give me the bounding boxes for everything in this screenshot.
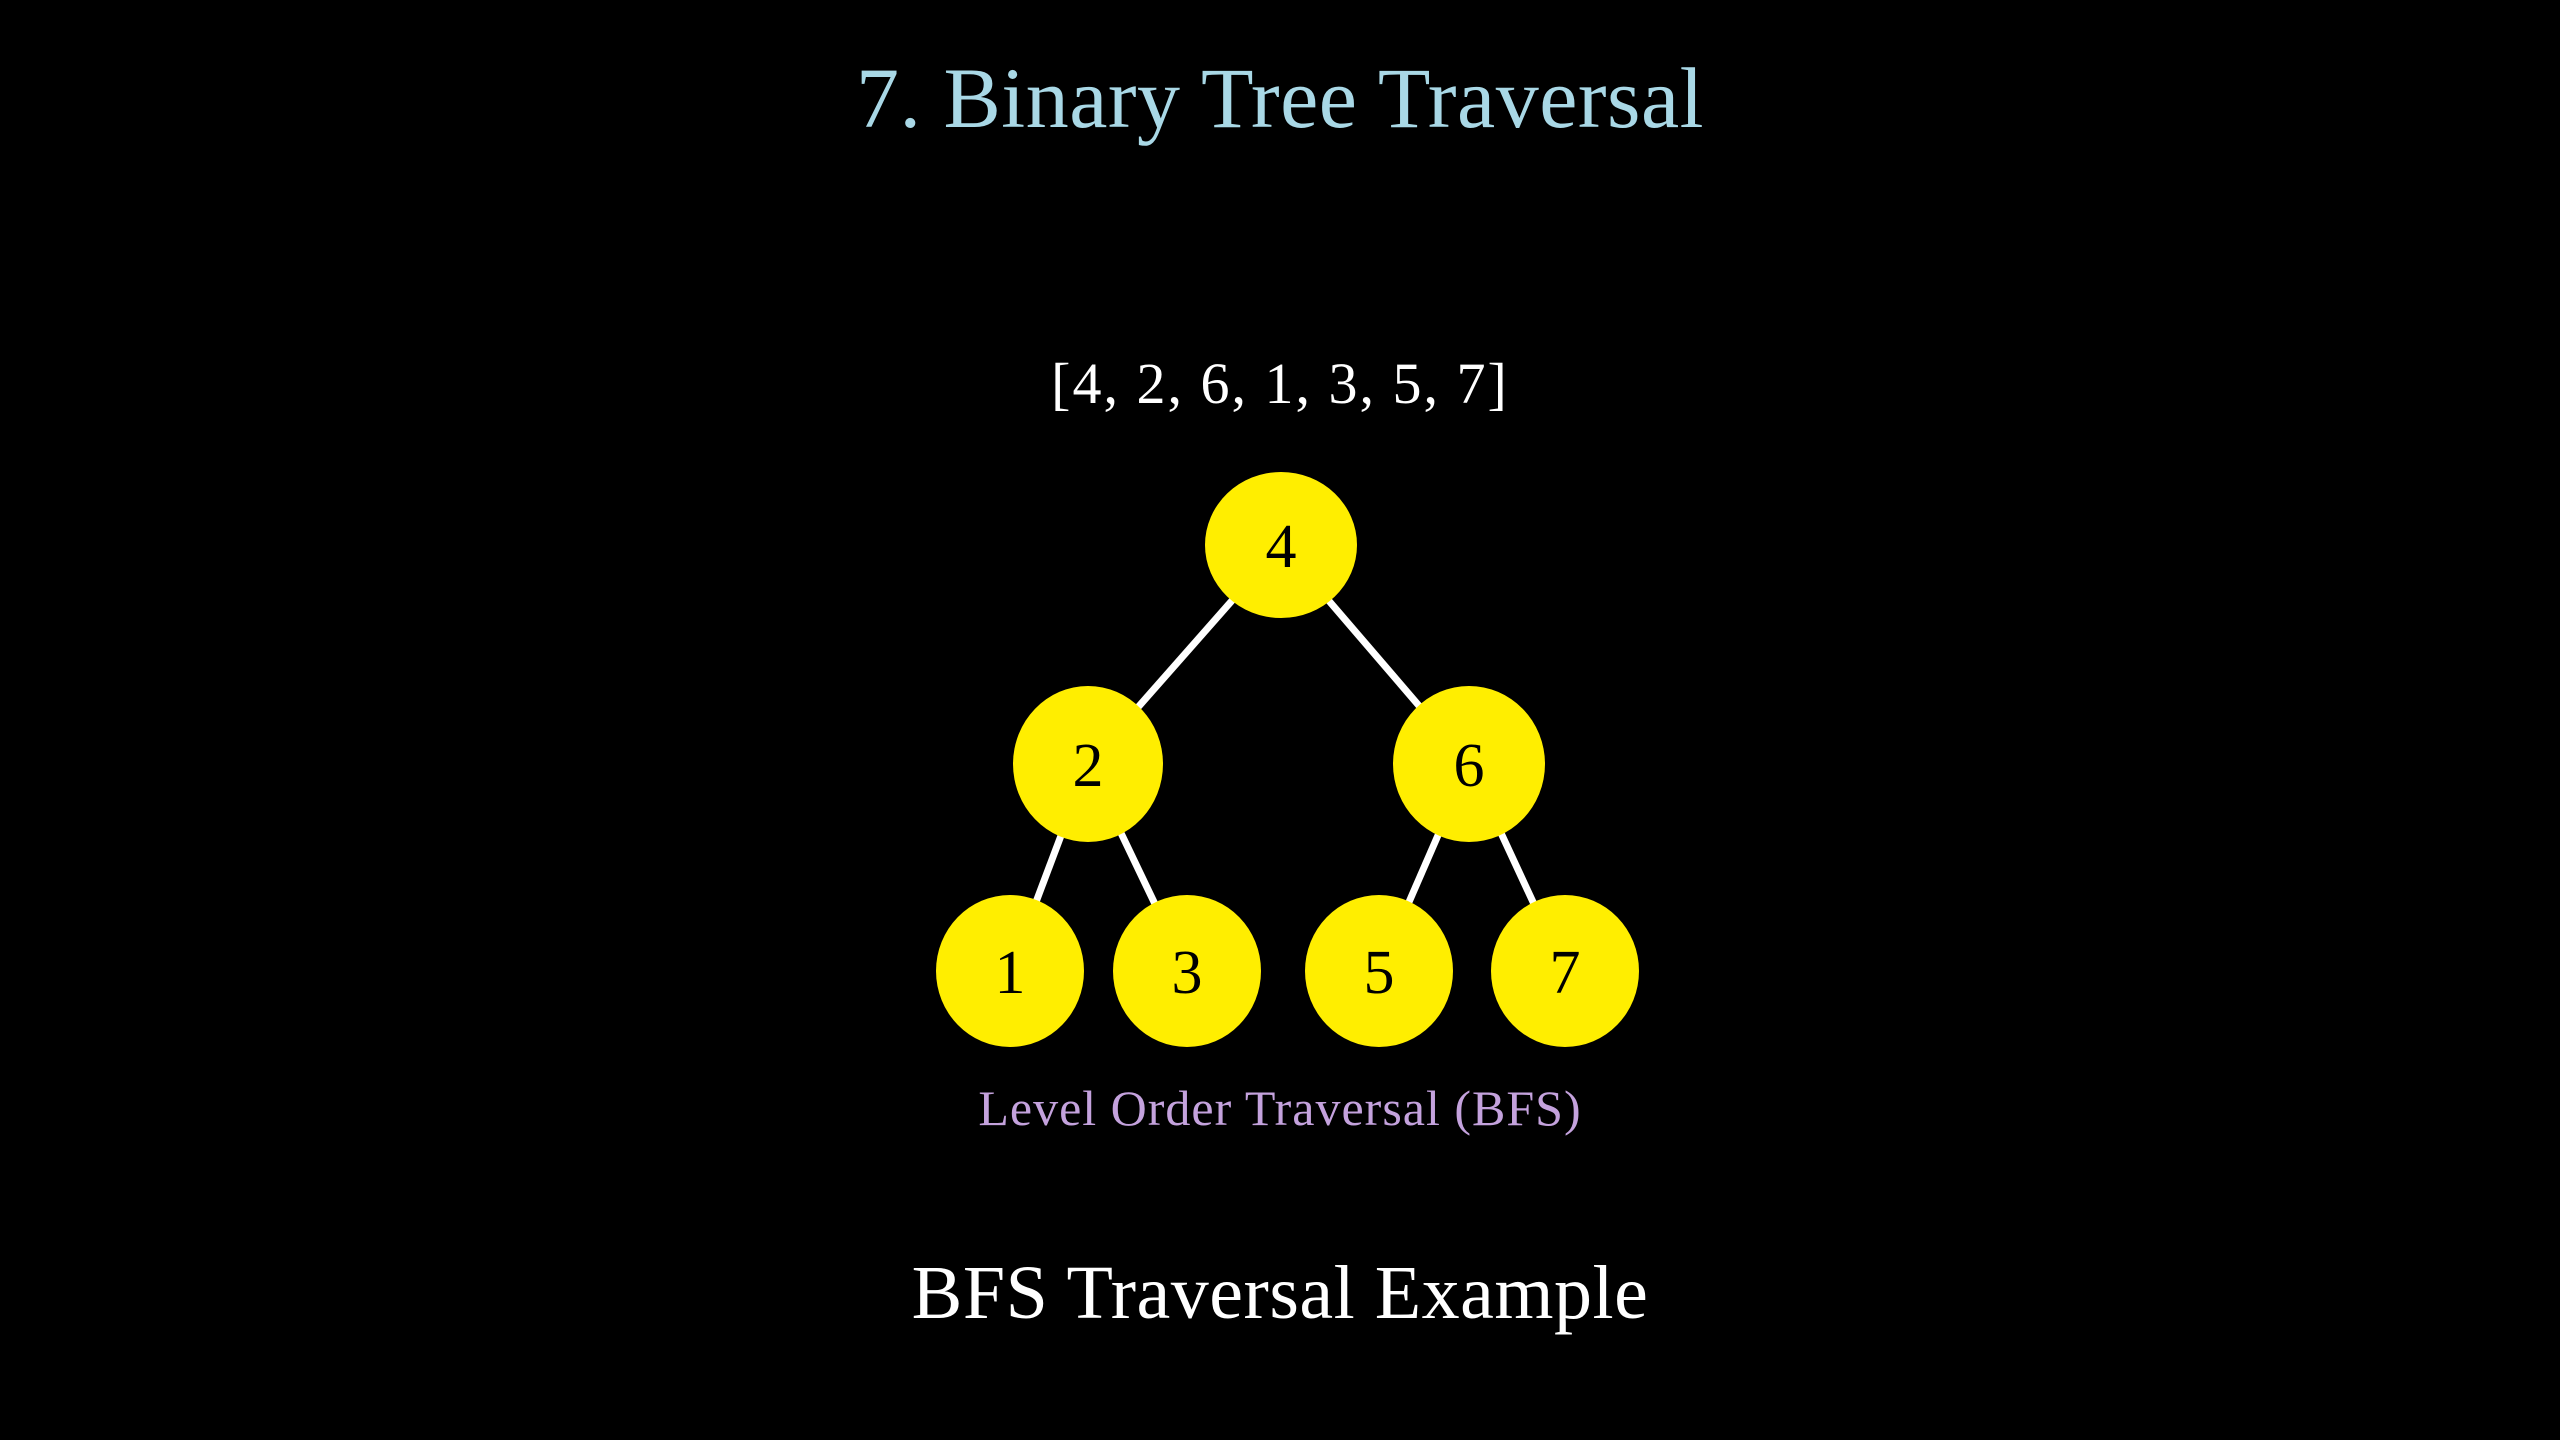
tree-node-circle-2 [1013,686,1163,842]
example-caption: BFS Traversal Example [911,1251,1649,1335]
tree-edge-n2-n1 [1006,762,1092,973]
tree-node-circle-6 [1393,686,1545,842]
tree-node-4[interactable]: 4 [1205,472,1357,618]
tree-edge-n6-n7 [1465,762,1569,973]
tree-nodes-group: 4 2 6 1 3 5 7 [936,472,1639,1047]
tree-node-label-4: 4 [1266,513,1297,581]
tree-edges-group [1006,542,1569,973]
tree-node-circle-5 [1305,895,1453,1047]
tree-node-6[interactable]: 6 [1393,686,1545,842]
tree-node-circle-4 [1205,472,1357,618]
tree-node-circle-7 [1491,895,1639,1047]
tree-node-5[interactable]: 5 [1305,895,1453,1047]
traversal-type-caption: Level Order Traversal (BFS) [978,1080,1582,1136]
tree-node-7[interactable]: 7 [1491,895,1639,1047]
tree-edge-n2-n3 [1084,762,1191,973]
input-array-label: [4, 2, 6, 1, 3, 5, 7] [1051,351,1509,416]
tree-node-label-3: 3 [1172,939,1203,1007]
tree-node-3[interactable]: 3 [1113,895,1261,1047]
tree-node-1[interactable]: 1 [936,895,1084,1047]
tree-node-label-6: 6 [1454,732,1485,800]
tree-node-circle-3 [1113,895,1261,1047]
tree-edge-n4-n6 [1278,542,1472,767]
page-title: 7. Binary Tree Traversal [855,50,1705,146]
tree-node-circle-1 [936,895,1084,1047]
tree-node-label-7: 7 [1550,939,1581,1007]
tree-node-label-2: 2 [1073,732,1104,800]
tree-edge-n4-n2 [1085,542,1284,767]
tree-node-label-5: 5 [1364,939,1395,1007]
tree-node-2[interactable]: 2 [1013,686,1163,842]
tree-edge-n6-n5 [1375,762,1473,973]
tree-node-label-1: 1 [995,939,1026,1007]
